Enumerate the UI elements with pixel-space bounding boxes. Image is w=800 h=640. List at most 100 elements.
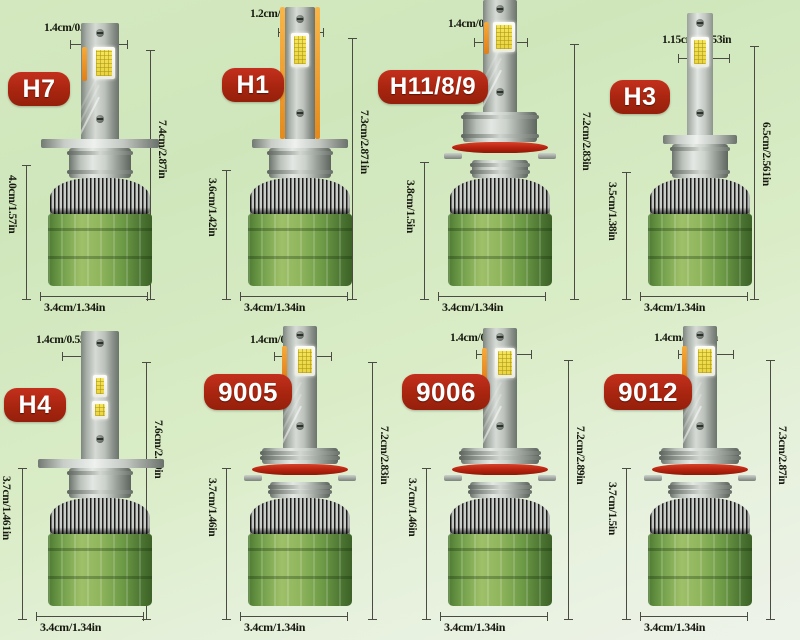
height-rule-9005	[368, 362, 377, 620]
socket-flange-h4	[38, 459, 164, 468]
cooling-fins-9012	[650, 498, 750, 534]
height-label-h1: 7.3cm/2.871in	[358, 110, 370, 174]
cooling-fins-h1	[250, 178, 350, 214]
led-chip-9005	[295, 346, 315, 376]
base-width-rule-h11	[438, 292, 546, 301]
base-height-label-9006: 3.7cm/1.46in	[406, 478, 418, 537]
bulb-body-9005	[248, 534, 352, 606]
base-width-rule-h3	[640, 292, 748, 301]
led-chip-h1	[291, 33, 309, 67]
base-width-label-9006: 3.4cm/1.34in	[444, 620, 506, 634]
o-ring-h11	[452, 142, 548, 153]
socket-collar-h11	[461, 112, 539, 142]
socket-neck-9006	[468, 482, 532, 498]
bulb-body-h7	[48, 214, 152, 286]
bulb-image-h4	[38, 331, 164, 606]
bulb-card-h3: H3 1.15cm/0.453in 6.5cm/2.561in 3.5cm/1.…	[600, 0, 800, 320]
base-width-label-h1: 3.4cm/1.34in	[244, 300, 306, 314]
wire-strip-h11	[484, 22, 489, 54]
base-height-rule-9005	[222, 468, 231, 620]
base-height-rule-h7	[22, 165, 31, 300]
base-height-rule-h4	[18, 468, 27, 620]
base-height-rule-h3	[622, 172, 631, 300]
bulb-badge-9005: 9005	[204, 374, 292, 410]
bulb-body-9012	[648, 534, 752, 606]
led-chip-h7	[93, 47, 115, 79]
socket-neck-9005	[268, 482, 332, 498]
bulb-card-h1: H1 1.2cm/0.472in 7.3cm/2.871in 3.6cm/1.4…	[200, 0, 400, 320]
base-height-rule-h11	[420, 162, 429, 300]
bulb-body-h4	[48, 534, 152, 606]
base-width-rule-9005	[240, 612, 348, 621]
height-rule-h1	[348, 38, 357, 300]
bulb-image-9012	[638, 326, 762, 606]
height-rule-h11	[570, 44, 579, 300]
cooling-fins-h3	[650, 178, 750, 214]
base-height-rule-9012	[622, 468, 631, 620]
bulb-body-9006	[448, 534, 552, 606]
base-width-label-9012: 3.4cm/1.34in	[644, 620, 706, 634]
heatsink-blade-h3	[687, 13, 713, 135]
bulb-image-9005	[238, 326, 362, 606]
socket-collar-h1	[267, 148, 333, 178]
socket-flange-h1	[252, 139, 348, 148]
bulb-body-h1	[248, 214, 352, 286]
height-label-h7: 7.4cm/2.87in	[156, 120, 168, 179]
height-rule-h4	[142, 362, 151, 620]
base-width-rule-9012	[640, 612, 748, 621]
base-width-label-h11: 3.4cm/1.34in	[442, 300, 504, 314]
bulb-badge-h4: H4	[4, 388, 66, 422]
bulb-badge-h11: H11/8/9	[378, 70, 488, 104]
height-label-h3: 6.5cm/2.561in	[760, 122, 772, 186]
heatsink-blade-h1	[285, 7, 315, 139]
socket-collar-9012	[659, 448, 741, 464]
cooling-fins-h11	[450, 178, 550, 214]
led-chip-h3	[691, 37, 709, 67]
socket-collar-h4	[67, 468, 133, 498]
led-chip-lower-h4	[92, 401, 108, 419]
base-height-rule-9006	[422, 468, 431, 620]
base-height-label-9012: 3.7cm/1.5in	[606, 482, 618, 535]
bulb-image-h3	[638, 13, 762, 286]
cooling-fins-9006	[450, 498, 550, 534]
bulb-badge-h1: H1	[222, 68, 284, 102]
led-chip-h11	[493, 22, 515, 52]
base-height-label-h1: 3.6cm/1.42in	[206, 178, 218, 237]
heatsink-blade-h7	[81, 23, 119, 139]
bulb-body-h11	[448, 214, 552, 286]
wire-strip-9012	[682, 346, 687, 380]
bulb-badge-h3: H3	[610, 80, 670, 114]
bulb-card-9006: 9006 1.4cm/0.551in 7.2cm/2.89in 3.7cm/1.…	[400, 320, 600, 640]
base-width-label-h3: 3.4cm/1.34in	[644, 300, 706, 314]
base-width-rule-h7	[40, 292, 148, 301]
socket-collar-9006	[459, 448, 541, 464]
base-width-rule-9006	[440, 612, 548, 621]
base-height-rule-h1	[222, 170, 231, 300]
cooling-fins-h7	[50, 178, 150, 214]
led-chip-9012	[695, 346, 715, 376]
o-ring-9012	[652, 464, 748, 475]
socket-key-tabs-9005	[244, 475, 356, 482]
bulb-image-h1	[238, 7, 362, 286]
socket-key-tabs-h11	[444, 153, 556, 160]
base-height-label-h7: 4.0cm/1.57in	[6, 175, 18, 234]
base-width-rule-h1	[240, 292, 348, 301]
bulb-image-h7	[38, 23, 162, 286]
base-height-label-h11: 3.8cm/1.5in	[404, 180, 416, 233]
height-label-h11: 7.2cm/2.83in	[580, 112, 592, 171]
heatsink-blade-h11	[483, 0, 517, 112]
o-ring-9006	[452, 464, 548, 475]
led-chip-9006	[495, 348, 515, 378]
socket-flange-h7	[41, 139, 159, 148]
socket-key-tabs-9006	[444, 475, 556, 482]
led-chip-upper-h4	[93, 375, 107, 397]
base-width-label-h7: 3.4cm/1.34in	[44, 300, 106, 314]
socket-key-tabs-9012	[644, 475, 756, 482]
bulb-image-h11	[438, 0, 562, 286]
base-height-label-h4: 3.7cm/1.461in	[0, 476, 12, 540]
bulb-badge-9012: 9012	[604, 374, 692, 410]
height-rule-h7	[146, 50, 155, 300]
bulb-card-h7: H7 1.4cm/0.551in 7.4cm/2.87in 4.0cm/1.57…	[0, 0, 200, 320]
base-width-label-9005: 3.4cm/1.34in	[244, 620, 306, 634]
